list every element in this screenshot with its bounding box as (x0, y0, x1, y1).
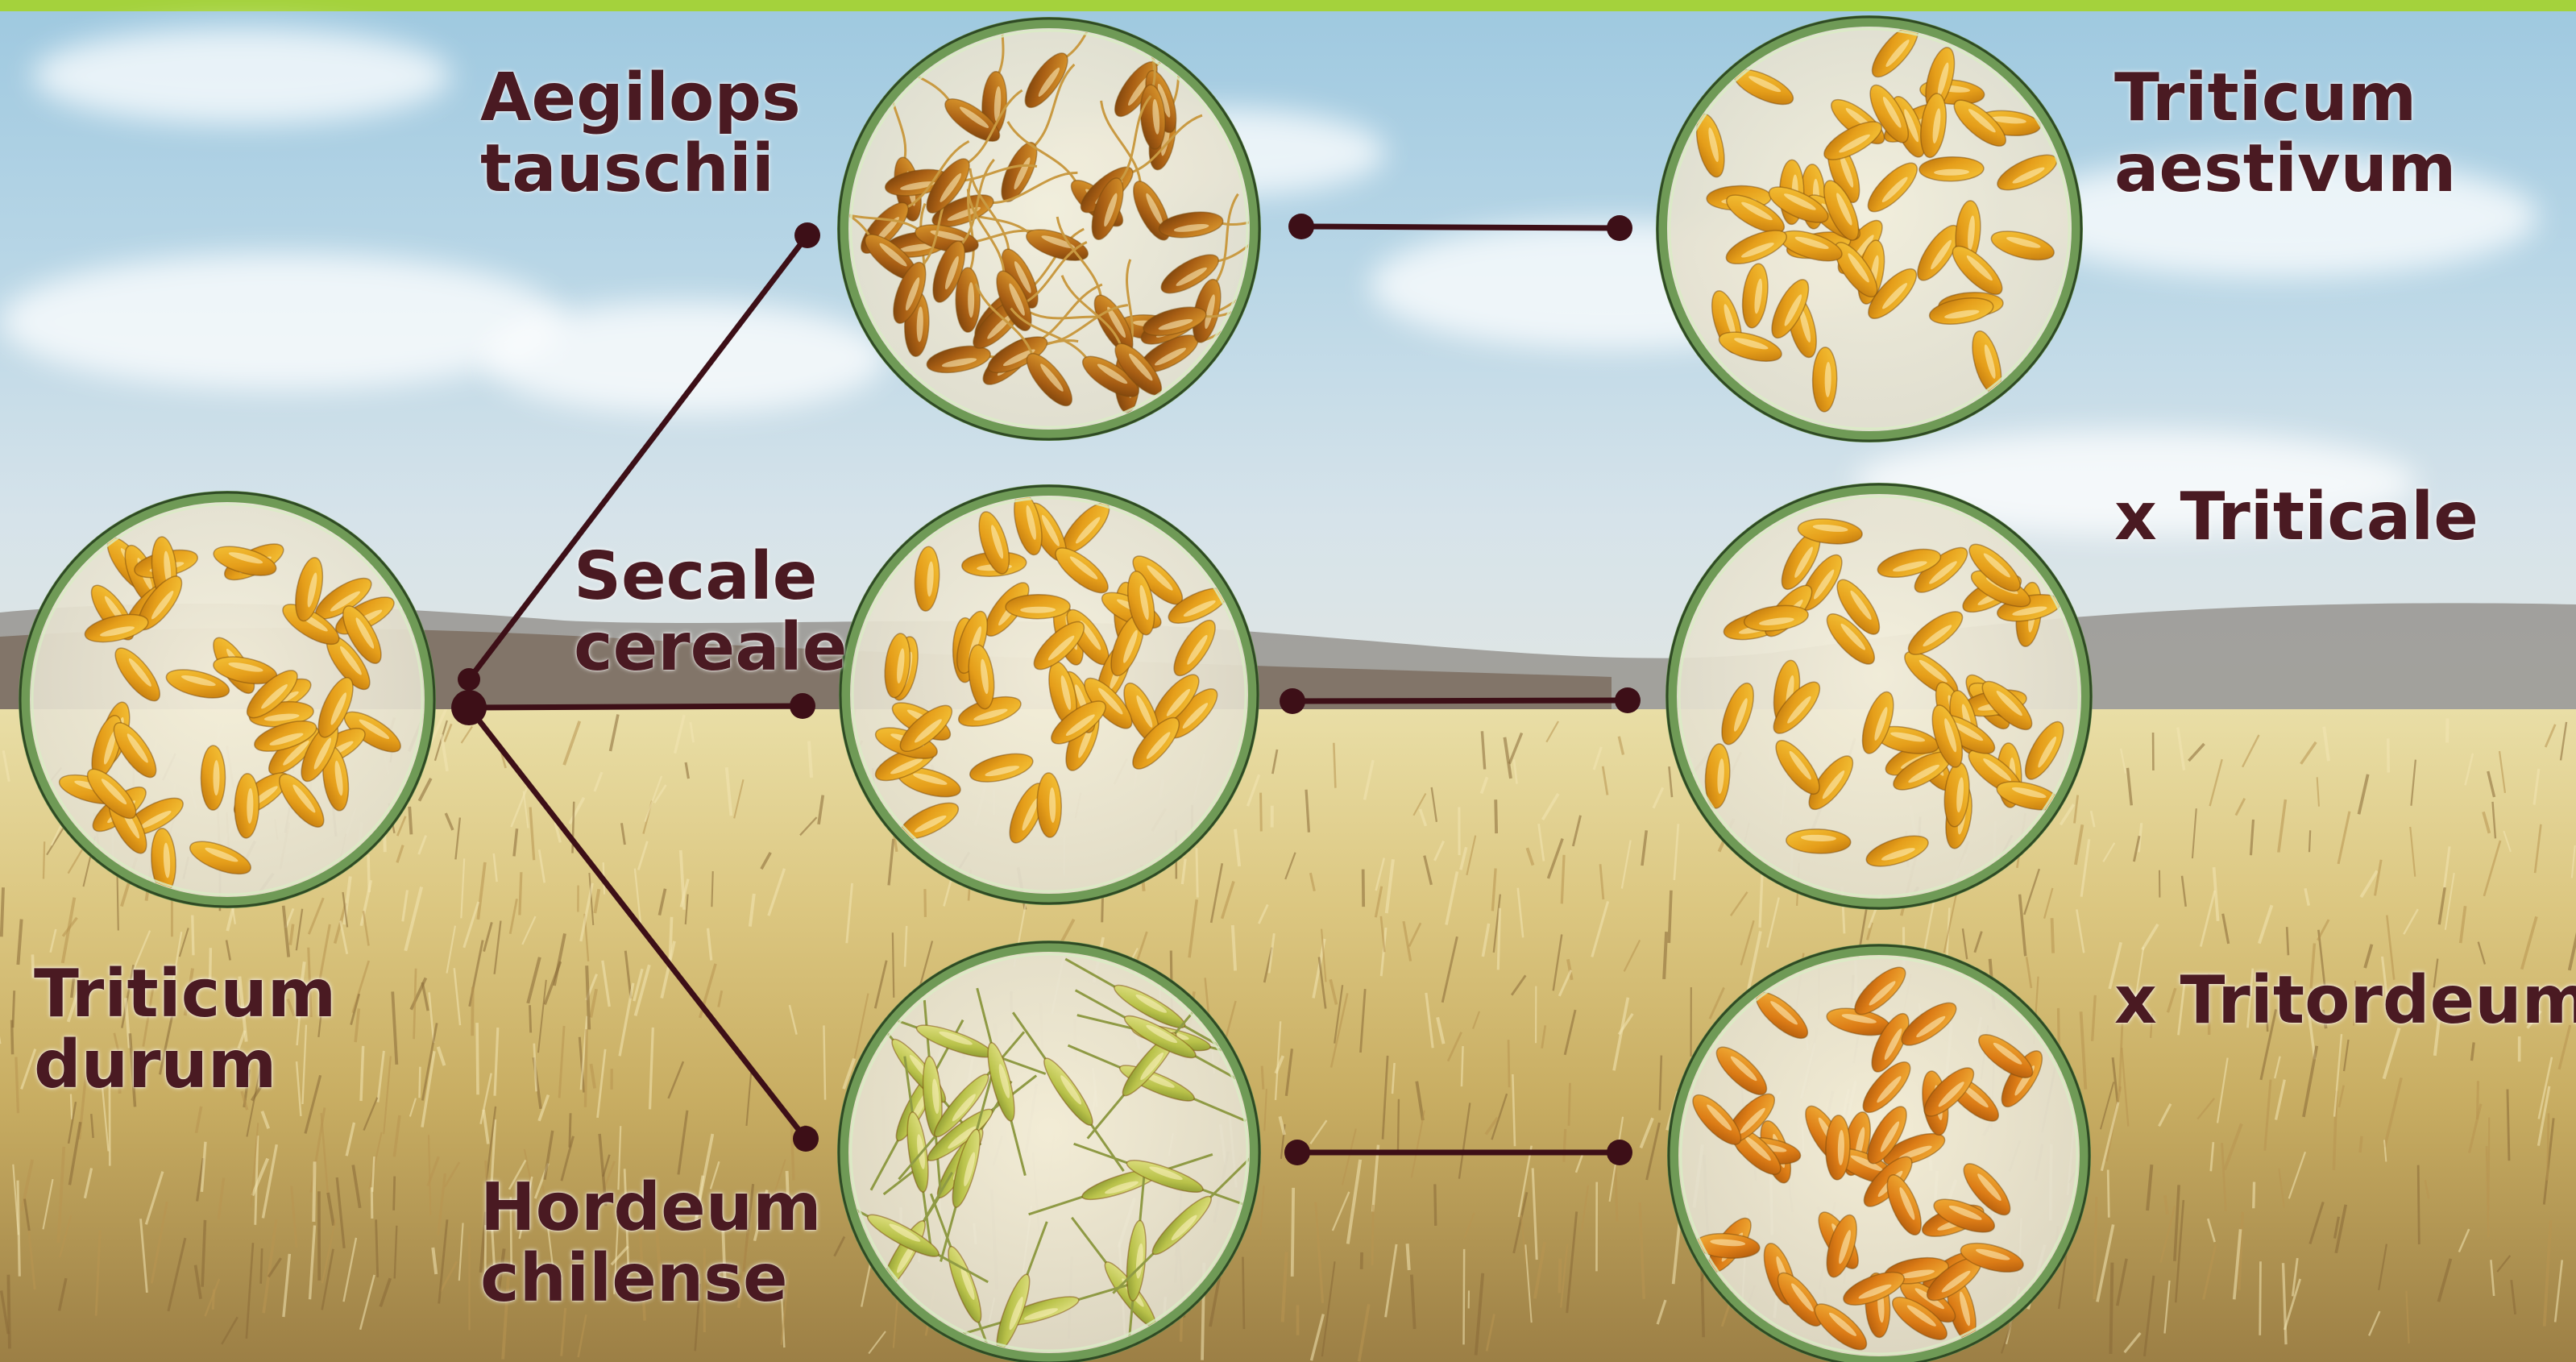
node-triticale-in (1615, 687, 1641, 713)
grain (1006, 594, 1070, 619)
grain (1812, 347, 1837, 412)
node-tritordeum-in (1607, 1140, 1632, 1165)
triticale-dish (1666, 484, 2092, 909)
hordeum-dish (814, 941, 1267, 1362)
connector-durum-secale (469, 706, 803, 708)
node-aegilops-out (1288, 214, 1314, 239)
connector-durum-hordeum (469, 708, 806, 1139)
label-x-triticale: x Triticale (2114, 482, 2479, 553)
label-triticum-durum: Triticum durum (34, 959, 336, 1101)
node-durum-center (451, 690, 487, 725)
node-secale-out (1280, 688, 1305, 714)
label-hordeum-chilense: Hordeum chilense (480, 1173, 822, 1314)
durum-dish (19, 492, 435, 907)
label-line: chilense (480, 1244, 822, 1314)
node-secale-in (790, 693, 815, 719)
secale-dish (840, 485, 1259, 904)
node-aestivum-in (1607, 215, 1632, 241)
tritordeum-dish (1668, 945, 2090, 1362)
label-line: Secale (574, 542, 847, 612)
label-triticum-aestivum: Triticum aestivum (2114, 63, 2456, 205)
aegilops-dish (790, 0, 1313, 440)
label-line: aestivum (2114, 134, 2456, 205)
label-line: cereale (574, 612, 847, 683)
connector-aegilops-aestivum (1301, 226, 1620, 228)
label-line: Hordeum (480, 1173, 822, 1244)
label-line: Aegilops (480, 63, 801, 134)
label-aegilops-tauschii: Aegilops tauschii (480, 63, 801, 205)
label-line: durum (34, 1030, 336, 1101)
label-line: x Triticale (2114, 482, 2479, 553)
label-secale-cereale: Secale cereale (574, 542, 847, 683)
grain (201, 745, 225, 810)
label-line: Triticum (2114, 63, 2456, 134)
node-aegilops-in (794, 222, 820, 248)
node-hordeum-out (1284, 1140, 1310, 1165)
label-x-tritordeum: x Tritordeum (2114, 965, 2576, 1036)
aestivum-dish (1657, 16, 2082, 442)
label-line: tauschii (480, 134, 801, 205)
node-hordeum-in (793, 1126, 819, 1152)
label-line: x Tritordeum (2114, 965, 2576, 1036)
node-durum-top (458, 668, 480, 691)
connector-secale-triticale (1292, 700, 1628, 701)
label-line: Triticum (34, 959, 336, 1030)
